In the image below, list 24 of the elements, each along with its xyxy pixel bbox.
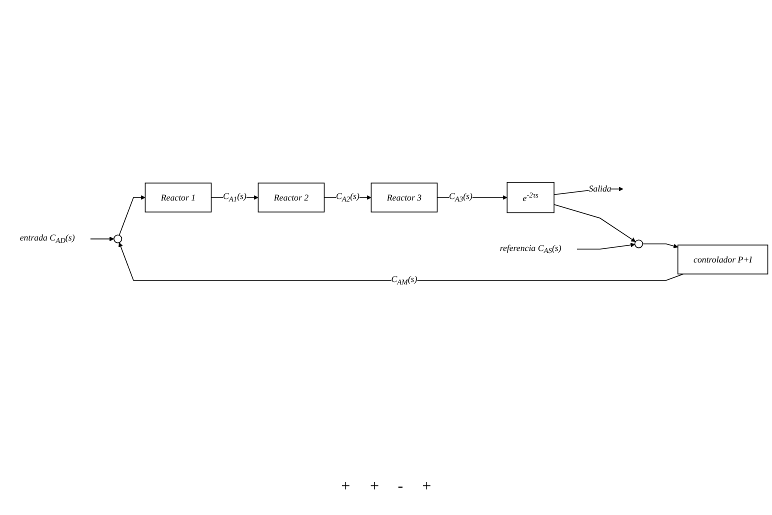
node-box: Reactor 2 xyxy=(258,183,325,213)
sign-label: + xyxy=(421,478,432,496)
arrow xyxy=(554,204,636,242)
arrow xyxy=(118,196,146,236)
sign-label: + xyxy=(340,478,351,496)
node-box: e$^{-2τs}$ xyxy=(506,182,554,214)
sign-label: + xyxy=(368,478,380,496)
node-circle xyxy=(114,235,122,244)
edge-label: C$_{A2}$(s) xyxy=(336,192,360,204)
node-text: entrada C$_{AD}$(s) xyxy=(20,233,75,246)
edge-label: C$_{A1}$(s) xyxy=(222,192,246,204)
node-box: Reactor 3 xyxy=(370,183,438,213)
node-box: controlador P+I xyxy=(678,245,768,275)
edge-label: C$_{A3}$(s) xyxy=(448,192,472,204)
node-circle xyxy=(634,240,644,249)
node-box: Reactor 1 xyxy=(144,183,212,213)
node-text: referencia C$_{AS}$(s) xyxy=(500,243,562,256)
sign-label: - xyxy=(398,478,404,496)
arrow xyxy=(642,244,678,249)
arrow xyxy=(576,243,636,250)
arrow xyxy=(90,237,114,242)
edge-label: Salida xyxy=(588,184,612,194)
arrow xyxy=(118,242,684,282)
edge-label: C$_{AM}$(s) xyxy=(391,274,418,287)
